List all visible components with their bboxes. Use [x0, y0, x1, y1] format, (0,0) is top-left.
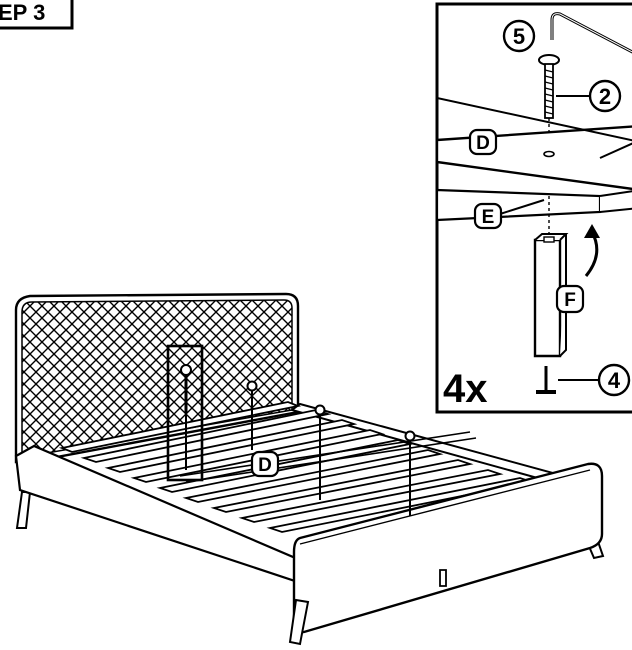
foot-glide-label: 4	[608, 368, 621, 393]
step-label-text: EP 3	[0, 0, 45, 25]
detail-leg	[533, 196, 569, 358]
leg-label: F	[564, 290, 576, 311]
callout-bolt: 2	[556, 79, 622, 113]
quantity-multiplier: 4x	[443, 367, 488, 411]
bed-frame: D	[14, 292, 605, 646]
post-with-bolt-4	[404, 430, 416, 516]
bed-slat-label-badge: D	[250, 450, 280, 478]
detail-slat-label: E	[482, 207, 495, 228]
bed-leg-back-left	[15, 491, 32, 529]
post-with-bolt-3	[314, 404, 326, 500]
bolt-label: 2	[599, 84, 611, 109]
callout-leg: F	[555, 284, 585, 314]
callout-slat: E	[473, 199, 545, 230]
detail-inset: 5 2 D E F 4 4x	[435, 2, 632, 414]
foot-glide	[536, 366, 600, 394]
bed-slats	[58, 401, 536, 533]
bed-leg-front-left	[288, 598, 310, 646]
bed-leg-center	[439, 569, 447, 587]
detail-rail-label: D	[476, 133, 490, 154]
footboard	[292, 462, 604, 634]
post-with-bolt-2	[246, 380, 258, 450]
post-with-bolt-1	[166, 344, 204, 482]
bed-slat-label: D	[258, 455, 272, 476]
leg-posts	[166, 344, 416, 516]
step-label: EP 3	[0, 0, 74, 30]
callout-rail: D	[468, 128, 498, 156]
center-rail	[179, 431, 477, 483]
allen-key-label: 5	[513, 24, 525, 49]
callout-foot-glide: 4	[597, 363, 631, 397]
bolt	[538, 54, 560, 152]
callout-allen-key: 5	[502, 19, 536, 53]
